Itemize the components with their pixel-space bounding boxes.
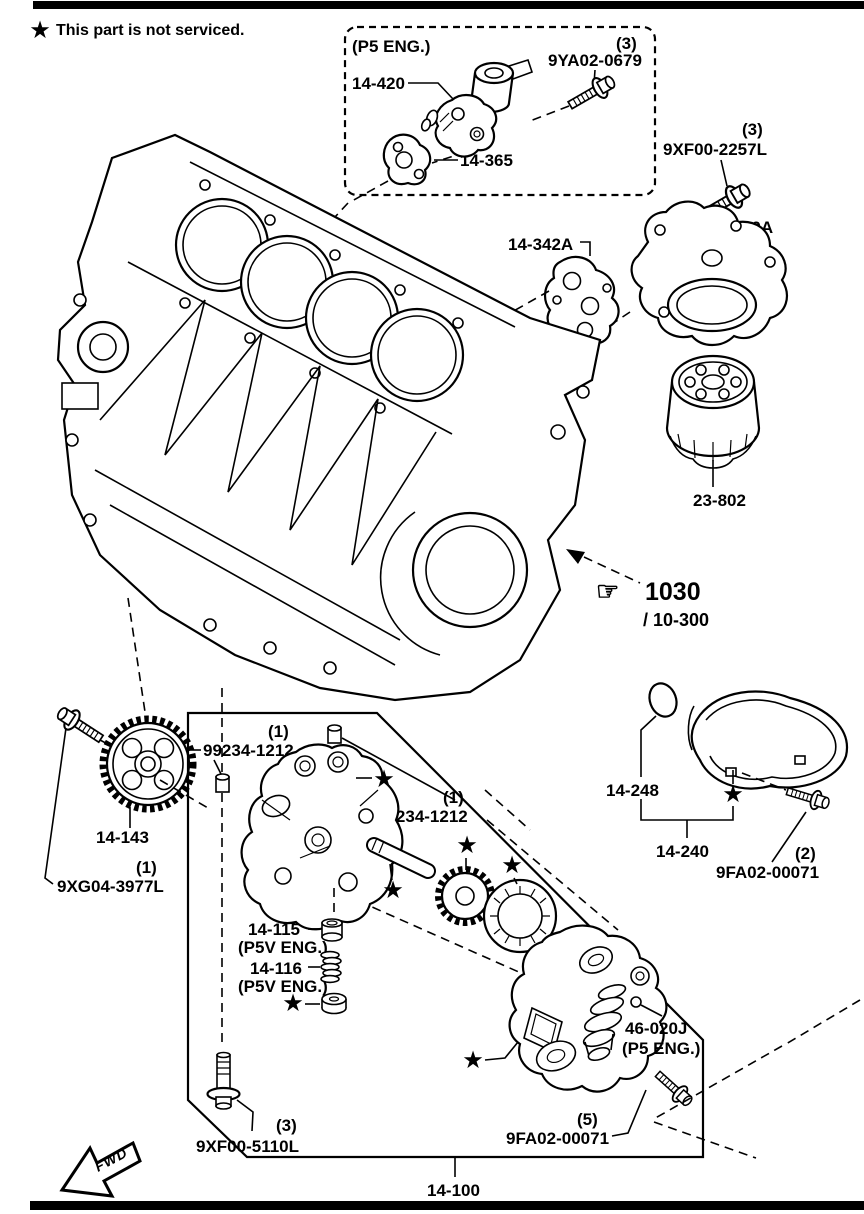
qty-bracket-bolt: (3) bbox=[742, 120, 763, 139]
star-marker: ★ bbox=[503, 854, 522, 877]
pump-body-lower-drawing bbox=[508, 924, 668, 1093]
qty-sprocket-bolt: (1) bbox=[136, 858, 157, 877]
block-reference-callout: ☞ 1030 / 10-300 bbox=[566, 549, 709, 630]
cover-dash-d bbox=[484, 789, 531, 831]
part-number-ocv-gasket: 14-365 bbox=[460, 151, 513, 170]
ref-number-10-300: / 10-300 bbox=[643, 610, 709, 630]
pump-stud-callouts: (1) 99234-1212 (1) 99234-1212 bbox=[189, 722, 468, 826]
part-number-cover-bolt-2: 9FA02-00071 bbox=[716, 863, 819, 882]
ocv-bolt-drawing bbox=[563, 69, 620, 116]
star-marker: ★ bbox=[724, 783, 743, 806]
cover-dash-a bbox=[785, 999, 861, 1045]
ocv-valve-drawing bbox=[420, 59, 534, 158]
sprocket-group: 14-143 (1) 9XG04-3977L bbox=[44, 701, 209, 896]
part-number-oil-pump-assembly: 14-100 bbox=[427, 1181, 480, 1200]
filter-bracket-group: (3) 9XF00-2257L 14-310A 14-342A bbox=[479, 120, 788, 348]
part-number-stud-left: 99234-1212 bbox=[203, 741, 294, 760]
pump-cover-group: 14-248 14-240 (2) 9FA02-00071 bbox=[606, 682, 849, 882]
part-number-pump-oring: 14-248 bbox=[606, 781, 659, 800]
part-number-pump-mount-bolt: 9XF00-5110L bbox=[196, 1137, 299, 1156]
note-star-icon: ★ bbox=[31, 19, 50, 42]
oil-filter-drawing: 23-802 bbox=[665, 354, 761, 510]
qty-pump-mount-bolt: (3) bbox=[276, 1116, 297, 1135]
star-leader bbox=[484, 1041, 519, 1061]
part-number-oil-filter: 23-802 bbox=[693, 491, 746, 510]
oil-pump-box: 14-100 bbox=[186, 711, 705, 1200]
part-number-bracket-gasket: 14-342A bbox=[508, 235, 573, 254]
pump-mount-bolt-group: (3) 9XF00-5110L bbox=[196, 1051, 299, 1156]
qty-stud-left: (1) bbox=[268, 722, 289, 741]
page-top-border bbox=[33, 1, 864, 9]
engine-block-drawing bbox=[56, 133, 602, 733]
ocv-gasket-drawing bbox=[382, 133, 432, 186]
part-number-ocv-bolt: 9YA02-0679 bbox=[548, 51, 642, 70]
ref-number-1030: 1030 bbox=[645, 578, 701, 606]
page-bottom-border bbox=[30, 1201, 864, 1210]
variant-label-p5-b: (P5 ENG.) bbox=[622, 1039, 700, 1058]
ocv-group-box: (P5 ENG.) (3) 9YA02-0679 14-420 14-365 bbox=[343, 25, 657, 202]
part-number-sprocket-bolt: 9XG04-3977L bbox=[57, 877, 164, 896]
part-number-relief-valve: 46-020J bbox=[625, 1019, 687, 1038]
star-marker: ★ bbox=[464, 1049, 483, 1072]
relief-plug-spring-group: 14-115 (P5V ENG.) 14-116 (P5V ENG.) bbox=[238, 888, 347, 1015]
part-number-cover-bolt-5: 9FA02-00071 bbox=[506, 1129, 609, 1148]
qty-stud-right: (1) bbox=[443, 788, 464, 807]
pointing-hand-icon: ☞ bbox=[596, 576, 619, 606]
part-number-relief-spring: 14-116 bbox=[250, 959, 302, 978]
not-serviced-note: This part is not serviced. bbox=[56, 22, 245, 39]
axis-dash-a bbox=[486, 819, 619, 931]
part-number-ocv: 14-420 bbox=[352, 74, 405, 93]
star-marker: ★ bbox=[458, 834, 477, 857]
part-number-pump-cover: 14-240 bbox=[656, 842, 709, 861]
qty-cover-bolt-2: (2) bbox=[795, 844, 816, 863]
variant-label-p5v: (P5V ENG.) bbox=[238, 938, 328, 957]
fwd-arrow: FWD bbox=[59, 1140, 142, 1198]
star-marker: ★ bbox=[384, 879, 403, 902]
part-number-sprocket: 14-143 bbox=[96, 828, 149, 847]
cover-dash-c bbox=[653, 1121, 757, 1159]
part-number-relief-plug: 14-115 bbox=[248, 920, 300, 939]
star-marker: ★ bbox=[284, 992, 303, 1015]
qty-cover-bolt-5: (5) bbox=[577, 1110, 598, 1129]
cover-bolt-5-group: (5) 9FA02-00071 bbox=[506, 1065, 698, 1148]
qty-ocv-bolt: (3) bbox=[616, 34, 637, 53]
variant-label-p5v: (P5V ENG.) bbox=[238, 977, 328, 996]
part-number-stud-right: 99234-1212 bbox=[377, 807, 468, 826]
part-number-bracket-bolt: 9XF00-2257L bbox=[663, 140, 767, 159]
variant-label-p5: (P5 ENG.) bbox=[352, 37, 430, 56]
cover-dash-b bbox=[651, 1045, 783, 1121]
pump-rotor-parts bbox=[366, 837, 558, 954]
star-marker: ★ bbox=[375, 768, 394, 791]
